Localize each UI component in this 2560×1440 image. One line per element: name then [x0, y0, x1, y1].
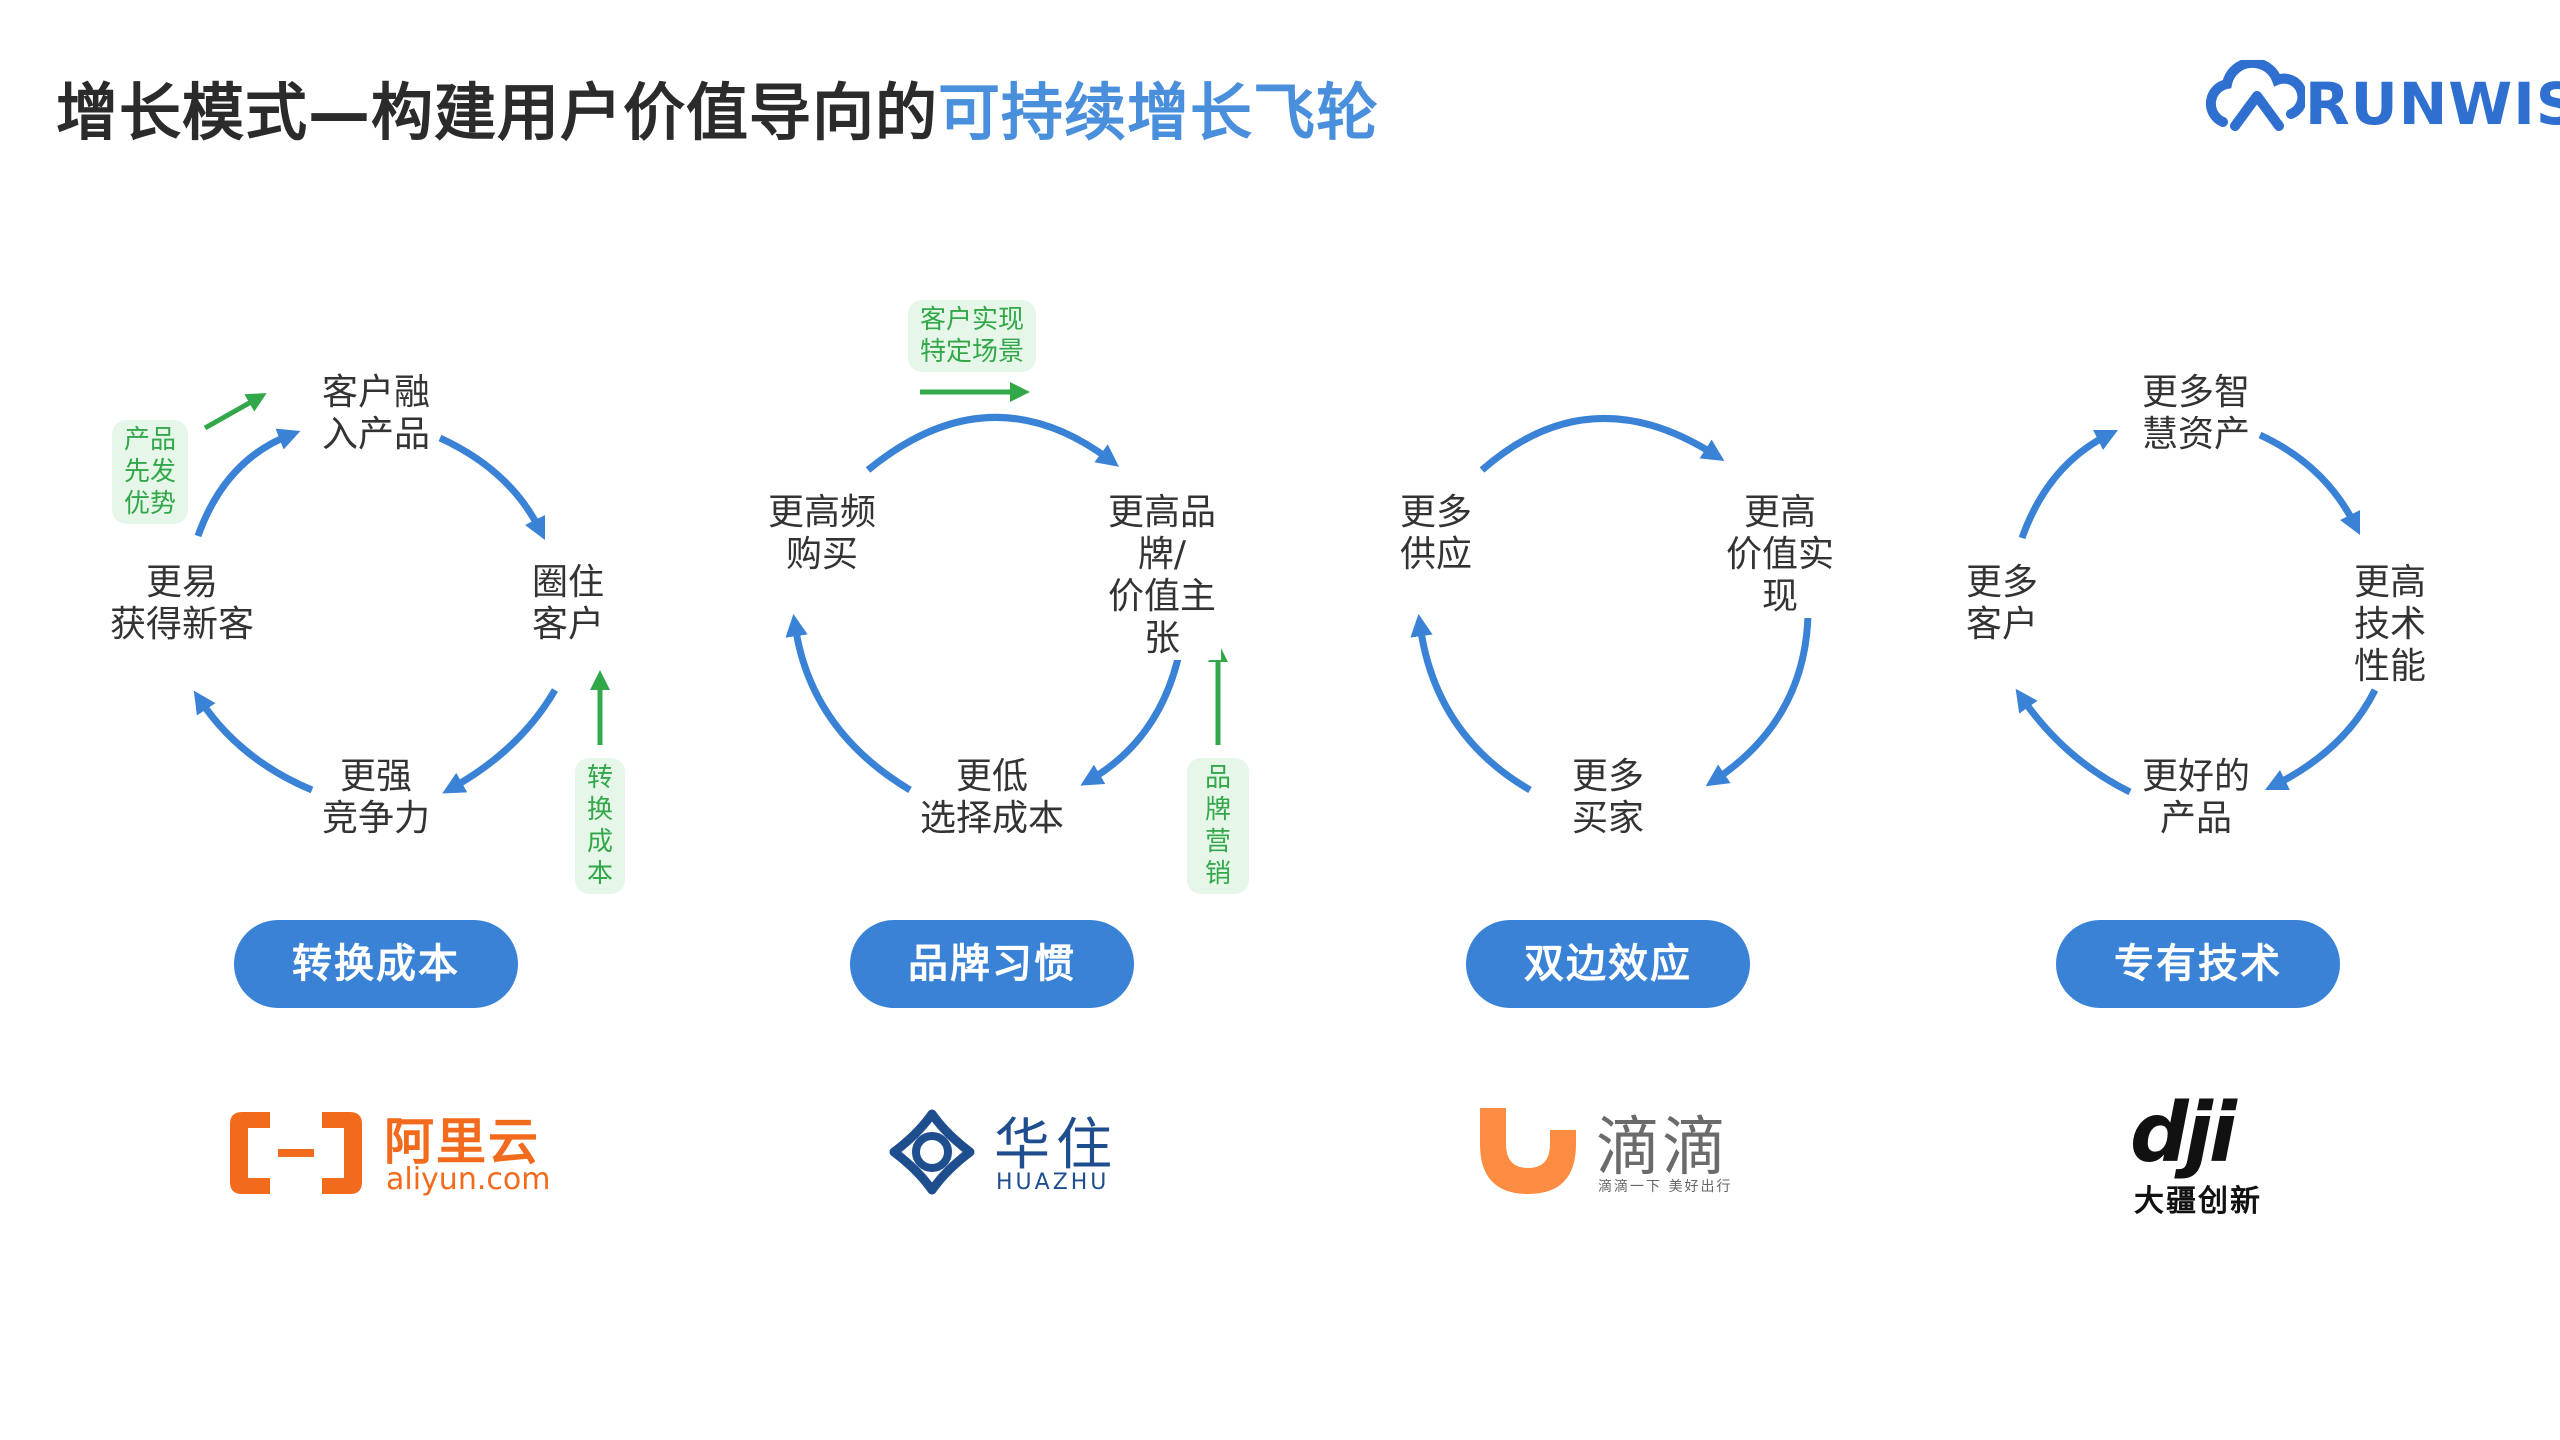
cycle-node: 更多智 慧资产: [2141, 372, 2251, 456]
aliyun-bracket-icon: [230, 1112, 362, 1194]
cycle-node: 更易 获得新客: [109, 562, 255, 646]
didi-slogan: 滴滴一下 美好出行: [1598, 1179, 1733, 1195]
model-pill-switching-cost: 转换成本: [234, 920, 518, 1008]
cycle-arrow: [2264, 688, 2379, 791]
cycle-arrows: [193, 393, 610, 794]
green-arrow: [203, 393, 267, 431]
flywheel-brand-habit: 更高品牌/ 价值主张 更低 选择成本 更高频 购买 客户实现 特定场景 品牌营销: [720, 280, 1280, 894]
aliyun-cn: 阿里云: [384, 1113, 540, 1171]
model-pill-brand-habit: 品牌习惯: [850, 920, 1134, 1008]
cycle-node: 更低 选择成本: [919, 756, 1065, 840]
didi-logo: 滴滴 滴滴一下 美好出行: [1476, 1100, 1816, 1230]
title-highlight: 可持续增长飞轮: [938, 76, 1380, 149]
huazhu-en: HUAZHU: [996, 1170, 1110, 1195]
cycle-arrow: [194, 428, 301, 538]
didi-d-icon: [1480, 1108, 1576, 1194]
cloud-icon: [2205, 57, 2308, 131]
driver-tag: 客户实现 特定场景: [907, 300, 1037, 372]
cycle-arrow: [785, 613, 912, 794]
didi-cn: 滴滴: [1596, 1111, 1728, 1185]
cycle-node: 更好的 产品: [2141, 756, 2251, 840]
cycle-arrow: [442, 688, 559, 794]
cycle-arrows: [2015, 429, 2379, 796]
flywheel-two-sided: 更高 价值实现 更多 买家 更多 供应: [1340, 280, 1900, 860]
driver-tag: 品牌营销: [1187, 758, 1249, 894]
model-pill-two-sided: 双边效应: [1466, 920, 1750, 1008]
driver-tag: 转换成本: [574, 758, 626, 894]
cycle-arrow: [2015, 688, 2132, 796]
cycle-arrow: [2018, 429, 2119, 540]
huazhu-cn: 华住: [994, 1113, 1118, 1178]
flywheel-switching-cost: 客户融 入产品 圈住 客户 更强 竞争力 更易 获得新客 产品 先发 优势 转换…: [90, 280, 650, 894]
dji-cn: 大疆创新: [2134, 1184, 2262, 1219]
cycle-node: 更高品牌/ 价值主张: [1103, 492, 1221, 660]
cycle-arrow: [865, 413, 1119, 473]
dji-logo: dji 大疆创新: [2130, 1086, 2330, 1230]
flywheel-proprietary-tech: 更多智 慧资产 更高 技术性能 更好的 产品 更多 客户: [1930, 280, 2490, 860]
cycle-node: 更高 技术性能: [2340, 562, 2440, 688]
brand-name: RUNWISE: [2305, 70, 2560, 138]
model-pill-proprietary-tech: 专有技术: [2056, 920, 2340, 1008]
cycle-node: 圈住 客户: [531, 562, 605, 646]
aliyun-logo: 阿里云 aliyun.com: [226, 1100, 566, 1230]
cycle-node: 更多 客户: [1965, 562, 2039, 646]
cycle-node: 更多 供应: [1399, 492, 1473, 576]
cycle-arrow: [2258, 431, 2361, 536]
title-main: 增长模式—构建用户价值导向的: [56, 76, 939, 149]
huazhu-knot-icon: [889, 1109, 975, 1195]
cycle-arrows: [1410, 414, 1812, 794]
cycle-node: 客户融 入产品: [321, 372, 431, 456]
cycle-arrow: [1479, 414, 1725, 473]
cycle-arrow: [193, 690, 314, 794]
cycle-arrows: [785, 382, 1228, 794]
aliyun-en: aliyun.com: [386, 1162, 551, 1197]
page-title: 增长模式—构建用户价值导向的可持续增长飞轮: [56, 62, 1379, 152]
cycle-node: 更多 买家: [1571, 756, 1645, 840]
cycle-node: 更强 竞争力: [321, 756, 431, 840]
dji-wordmark: dji: [2130, 1086, 2237, 1181]
cycle-arrow: [1410, 613, 1532, 794]
cycle-node: 更高频 购买: [767, 492, 877, 576]
cycle-node: 更高 价值实现: [1720, 492, 1840, 618]
runwise-logo: RUNWISE: [2205, 57, 2560, 150]
cycle-arrow: [1705, 614, 1812, 787]
driver-tag: 产品 先发 优势: [111, 420, 189, 524]
huazhu-logo: 华住 HUAZHU: [884, 1100, 1204, 1230]
cycle-arrow: [438, 434, 546, 541]
